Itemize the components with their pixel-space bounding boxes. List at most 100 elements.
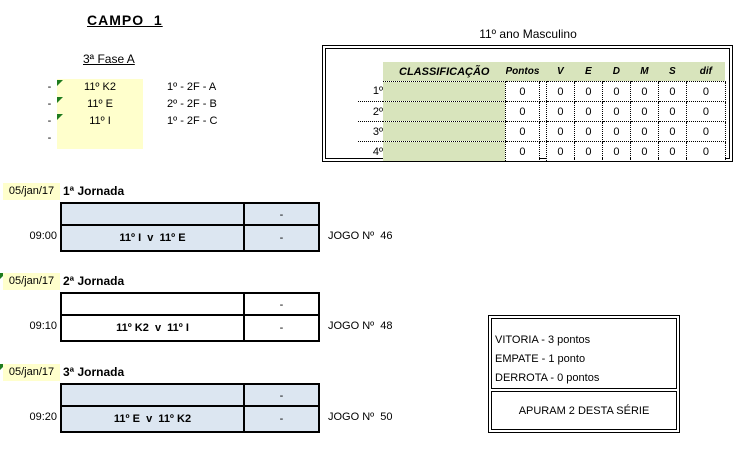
team-cell-empty[interactable] — [57, 130, 143, 147]
game-number: JOGO Nº 46 — [328, 230, 393, 242]
dif-cell[interactable]: 0 — [685, 81, 726, 102]
v-cell[interactable]: 0 — [545, 81, 575, 102]
jornada-title: 2ª Jornada — [63, 274, 125, 288]
classification-row: 4º 0 0 0 0 0 0 0 — [358, 141, 726, 162]
team-name-cell[interactable] — [383, 141, 506, 162]
s-cell[interactable]: 0 — [657, 121, 687, 142]
match-table: - 11º I v 11º E - — [60, 202, 320, 252]
jornada-block-1: 05/jan/17 1ª Jornada - 11º I v 11º E - 0… — [0, 183, 743, 255]
s-cell[interactable]: 0 — [657, 81, 687, 102]
team-cell[interactable]: 11º E — [57, 96, 143, 113]
dif-cell[interactable]: 0 — [685, 101, 726, 122]
gap-cell — [539, 141, 547, 162]
col-header-dif: dif — [686, 62, 726, 82]
d-cell[interactable]: 0 — [601, 101, 631, 122]
qualifier-label: 1º - 2F - C — [167, 115, 218, 127]
dif-cell[interactable]: 0 — [685, 121, 726, 142]
e-cell[interactable]: 0 — [573, 141, 603, 162]
classification-title: 11º ano Masculino — [479, 27, 577, 41]
match-time: 09:20 — [29, 411, 57, 423]
rule-victory: VITORIA - 3 pontos — [495, 334, 591, 346]
jornada-title: 3ª Jornada — [63, 365, 125, 379]
match-cell-empty[interactable] — [62, 294, 245, 316]
qualification-note: APURAM 2 DESTA SÉRIE — [491, 391, 677, 430]
scoring-rules: VITORIA - 3 pontos EMPATE - 1 ponto DERR… — [491, 318, 677, 389]
rule-draw: EMPATE - 1 ponto — [495, 353, 586, 365]
dash-cell: - — [47, 132, 52, 144]
rank-label: 1º — [358, 81, 383, 102]
score-cell[interactable]: - — [245, 294, 318, 316]
match-cell[interactable]: 11º I v 11º E — [62, 226, 245, 250]
team-name-cell[interactable] — [383, 81, 506, 102]
team-cell[interactable]: 11º I — [57, 113, 143, 130]
col-header-e: E — [574, 62, 603, 82]
score-cell[interactable]: - — [279, 322, 284, 334]
team-name-cell[interactable] — [383, 101, 506, 122]
classification-row: 1º 0 0 0 0 0 0 0 — [358, 81, 726, 102]
rank-label: 4º — [358, 141, 383, 162]
jornada-block-2: 05/jan/17 2ª Jornada - 11º K2 v 11º I - … — [0, 273, 743, 345]
jornada-date: 05/jan/17 — [3, 364, 60, 381]
points-cell[interactable]: 0 — [505, 141, 540, 162]
d-cell[interactable]: 0 — [601, 121, 631, 142]
team-name: 11º E — [87, 98, 113, 110]
classification-box: CLASSIFICAÇÃO Pontos V E D M S dif 1º 0 … — [322, 45, 733, 162]
points-cell[interactable]: 0 — [505, 81, 540, 102]
points-cell[interactable]: 0 — [505, 101, 540, 122]
v-cell[interactable]: 0 — [545, 101, 575, 122]
scoring-info-box: VITORIA - 3 pontos EMPATE - 1 ponto DERR… — [488, 315, 680, 433]
points-cell[interactable]: 0 — [505, 121, 540, 142]
e-cell[interactable]: 0 — [573, 101, 603, 122]
m-cell[interactable]: 0 — [629, 81, 659, 102]
rule-loss: DERROTA - 0 pontos — [495, 372, 600, 384]
m-cell[interactable]: 0 — [629, 141, 659, 162]
e-cell[interactable]: 0 — [573, 121, 603, 142]
dif-cell[interactable]: 0 — [685, 141, 726, 162]
team-name: 11º K2 — [84, 81, 116, 93]
score-cell[interactable]: - — [245, 204, 318, 226]
rank-label: 3º — [358, 121, 383, 142]
v-cell[interactable]: 0 — [545, 121, 575, 142]
jornada-title: 1ª Jornada — [63, 184, 125, 198]
team-name-cell[interactable] — [383, 121, 506, 142]
s-cell[interactable]: 0 — [657, 101, 687, 122]
game-number: JOGO Nº 50 — [328, 411, 393, 423]
d-cell[interactable]: 0 — [601, 141, 631, 162]
dash-cell: - — [47, 115, 52, 127]
qualifier-column: 1º - 2F - A 2º - 2F - B 1º - 2F - C — [167, 79, 257, 130]
gap-cell — [539, 101, 547, 122]
comment-flag-icon — [57, 114, 63, 120]
col-header-v: V — [546, 62, 575, 82]
classification-box-inner: CLASSIFICAÇÃO Pontos V E D M S dif 1º 0 … — [325, 48, 730, 162]
comment-flag-icon — [57, 80, 63, 86]
d-cell[interactable]: 0 — [601, 81, 631, 102]
v-cell[interactable]: 0 — [545, 141, 575, 162]
score-cell[interactable]: - — [245, 385, 318, 407]
jornada-date: 05/jan/17 — [3, 183, 60, 200]
match-cell[interactable]: 11º E v 11º K2 — [62, 407, 245, 431]
col-gap — [539, 62, 547, 82]
match-time: 09:10 — [29, 320, 57, 332]
classification-table: CLASSIFICAÇÃO Pontos V E D M S dif 1º 0 … — [358, 62, 726, 162]
score-cell[interactable]: - — [279, 232, 284, 244]
col-header-m: M — [630, 62, 659, 82]
phase-title: 3ª Fase A — [83, 52, 135, 66]
dash-cell: - — [47, 98, 52, 110]
rank-label: 2º — [358, 101, 383, 122]
score-cell[interactable]: - — [279, 413, 284, 425]
jornada-date: 05/jan/17 — [3, 273, 60, 290]
col-header-s: S — [658, 62, 687, 82]
match-cell-empty[interactable] — [62, 204, 245, 226]
rank-header-empty — [358, 62, 383, 82]
e-cell[interactable]: 0 — [573, 81, 603, 102]
m-cell[interactable]: 0 — [629, 101, 659, 122]
gap-cell — [539, 121, 547, 142]
match-cell[interactable]: 11º K2 v 11º I — [62, 316, 245, 340]
m-cell[interactable]: 0 — [629, 121, 659, 142]
classification-header-row: CLASSIFICAÇÃO Pontos V E D M S dif — [358, 62, 726, 82]
match-cell-empty[interactable] — [62, 385, 245, 407]
col-header-name: CLASSIFICAÇÃO — [383, 62, 506, 82]
team-cell[interactable]: 11º K2 — [57, 79, 143, 96]
s-cell[interactable]: 0 — [657, 141, 687, 162]
page-title: CAMPO 1 — [87, 12, 163, 28]
